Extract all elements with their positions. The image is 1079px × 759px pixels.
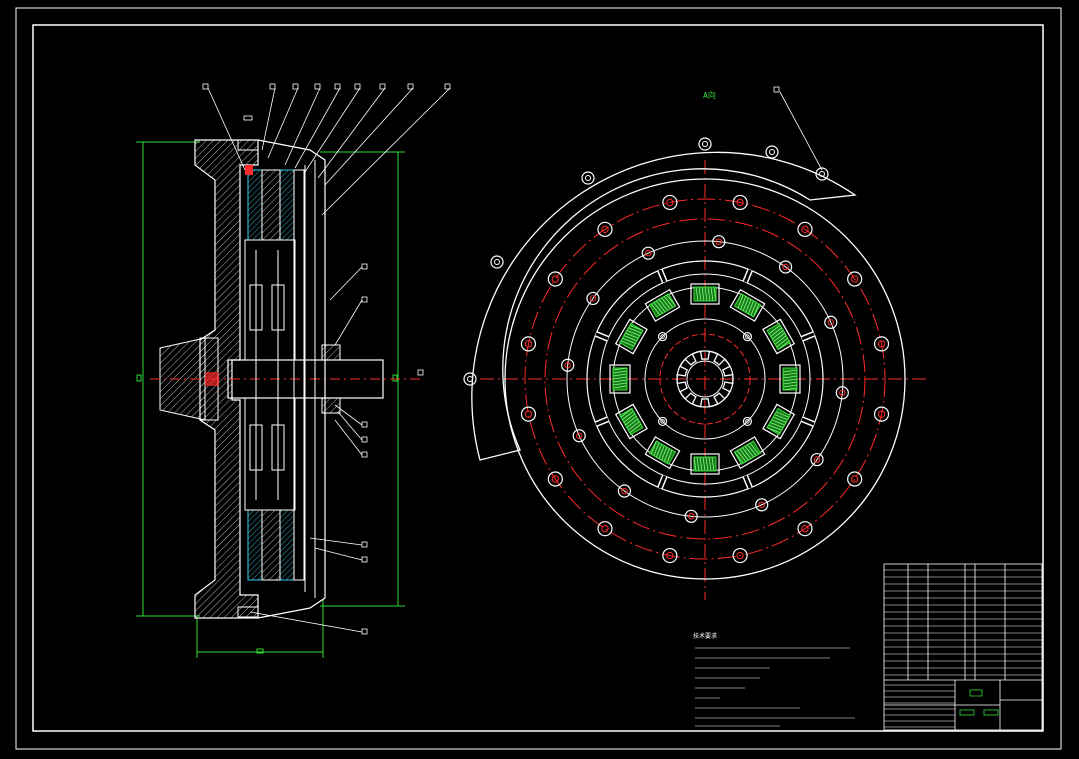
technical-notes: 技术要求: [693, 632, 855, 727]
inner-frame: [32, 24, 1044, 732]
clutch-front-view: A向: [463, 86, 930, 600]
outer-frame: [15, 7, 1062, 750]
damper-springs: [609, 283, 801, 475]
clutch-section-view: [136, 83, 451, 658]
notes-title: 技术要求: [693, 632, 717, 640]
cover-slots: [594, 268, 816, 490]
view-label: A向: [703, 90, 716, 100]
part-balloons: [202, 83, 451, 635]
bolt-holes: [463, 137, 890, 564]
title-block: [883, 563, 1043, 731]
hub-spline: [676, 350, 734, 408]
leader-lines: [207, 87, 451, 633]
